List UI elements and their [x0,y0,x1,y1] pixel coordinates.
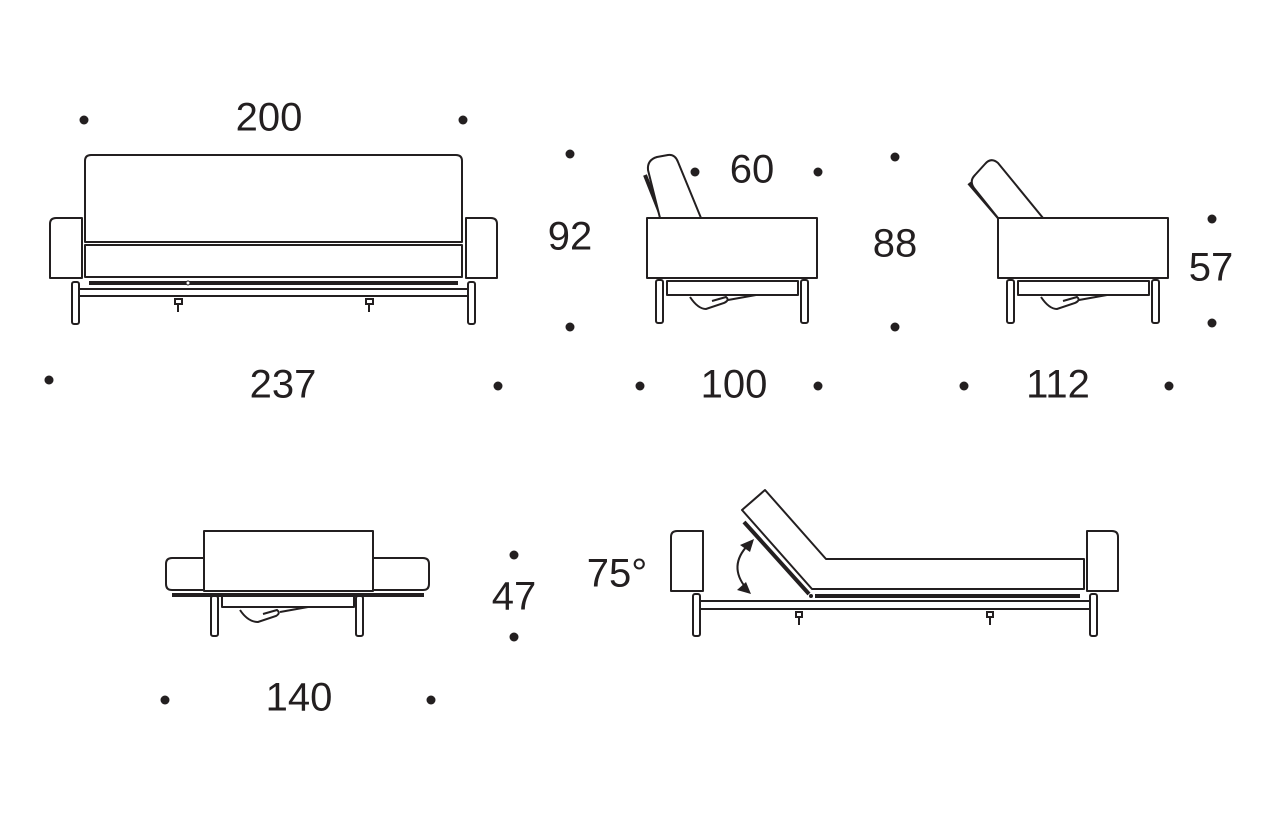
leg [1006,279,1015,324]
left-cushion [165,557,205,591]
left-armrest [670,530,704,592]
hinge [809,594,813,598]
dimension-markers [44,115,1217,705]
back-cushion [970,159,1044,219]
mattress-with-raised-back [741,489,1085,590]
under-rail [221,595,355,608]
angle-arrow-icon [736,539,754,594]
leg [71,281,80,325]
leg [210,595,219,637]
dimension-label-total-width: 237 [250,363,317,407]
dimension-label-depth-upright: 100 [701,363,768,407]
leg [655,279,664,324]
front-view-sofa [49,154,498,325]
seat-box [646,217,818,279]
mechanism [689,294,757,311]
bed-side-view [165,530,430,637]
leg [355,595,364,637]
right-armrest [1086,530,1119,592]
backrest [84,154,463,243]
leg [692,593,701,637]
dimension-label-bed-depth: 140 [266,676,333,720]
side-view-upright [643,153,818,324]
dimension-label-bed-height: 47 [492,575,537,619]
bed-reclined-view [670,489,1119,637]
leg [1151,279,1160,324]
mechanism [239,606,309,624]
seat-box [203,530,374,592]
dimension-label-height: 92 [548,215,593,259]
right-cushion [372,557,430,591]
bracket [986,611,994,625]
base-rail [78,288,469,297]
right-armrest [465,217,498,279]
dimension-label-seat-depth: 60 [730,148,775,192]
bracket [795,611,803,625]
leg [1089,593,1098,637]
leg [467,281,476,325]
dimension-label-front-width: 200 [236,96,303,140]
dimension-label-depth-reclined: 112 [1026,363,1090,407]
hinge [185,280,191,286]
side-view-reclined [967,159,1169,324]
leg [800,279,809,324]
bracket [365,298,374,312]
seat-cushion [84,244,463,278]
back-frame [742,520,811,596]
under-rail [666,280,799,296]
bracket [174,298,183,312]
base-rail [699,600,1091,610]
under-rail [1017,280,1150,296]
mechanism [1040,294,1108,311]
left-armrest [49,217,83,279]
dimension-label-seat-height: 57 [1189,246,1234,290]
back-cushion [646,153,702,219]
seat-box [997,217,1169,279]
angle-label: 75° [587,552,648,596]
dimension-label-height-upright: 88 [873,222,918,266]
